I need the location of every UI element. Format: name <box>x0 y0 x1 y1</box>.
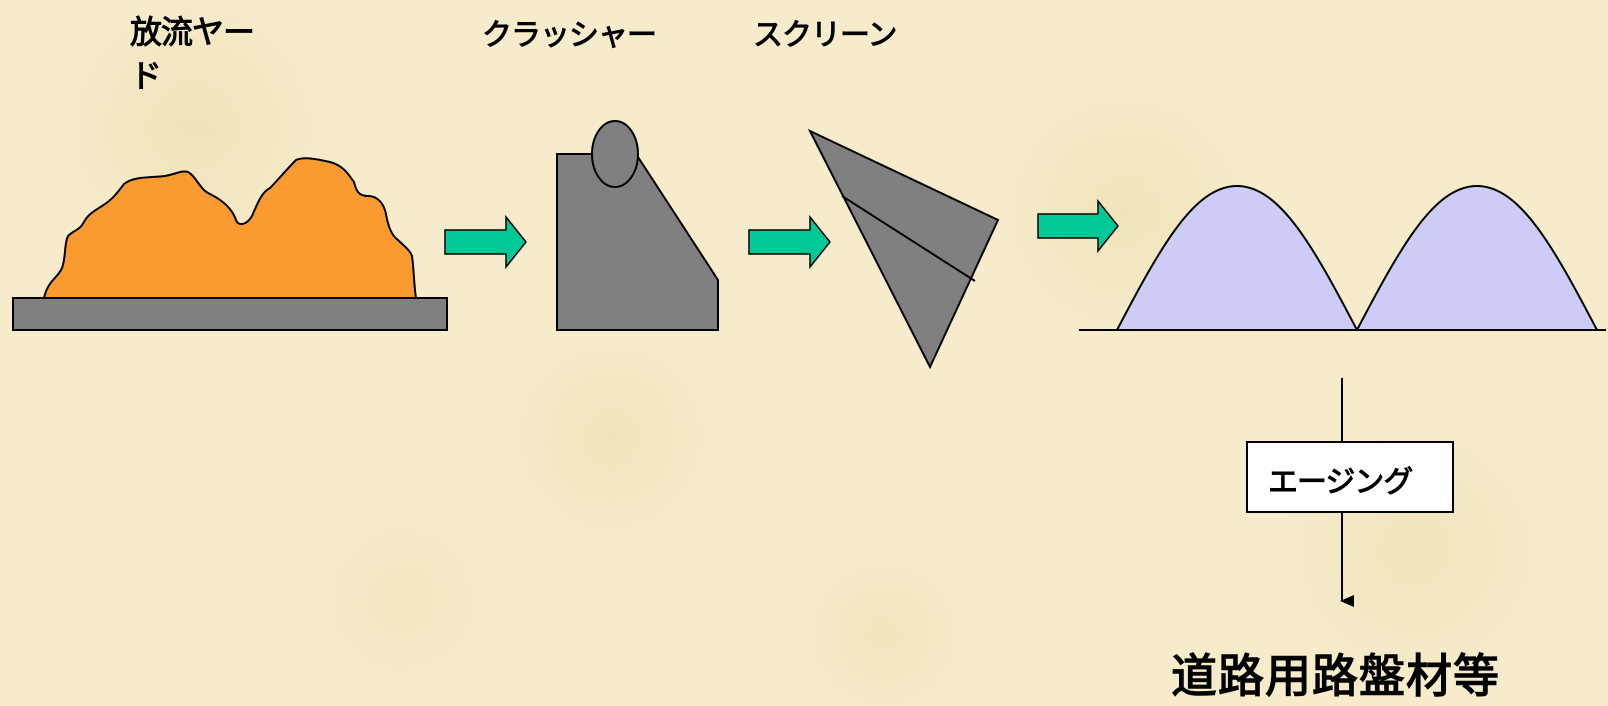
crusher-body <box>556 153 719 331</box>
flow-arrow-2 <box>748 214 831 270</box>
screen-deck-line <box>841 195 976 282</box>
aging-process-box: エージング <box>1246 441 1454 513</box>
flow-arrow-1 <box>444 214 527 270</box>
discharge-yard-label: 放流ヤード <box>130 13 255 95</box>
aging-label: エージング <box>1268 465 1413 500</box>
crusher-label: クラッシャー <box>482 18 657 53</box>
discharge-yard-pile <box>12 157 448 331</box>
stockpile-right <box>1355 184 1599 331</box>
product-stockpiles <box>1079 184 1606 331</box>
flow-arrow-3 <box>1037 198 1119 254</box>
slag-pile <box>42 157 418 299</box>
stockpile-left <box>1115 184 1359 331</box>
crusher-roller <box>591 120 639 188</box>
road-base-material-label: 道路用路盤材等 <box>1171 649 1500 703</box>
screen-label: スクリーン <box>753 18 897 53</box>
screen-machine <box>807 128 1000 370</box>
crusher-machine <box>556 120 719 331</box>
yard-slab <box>12 297 448 331</box>
screen-body <box>807 128 1000 370</box>
